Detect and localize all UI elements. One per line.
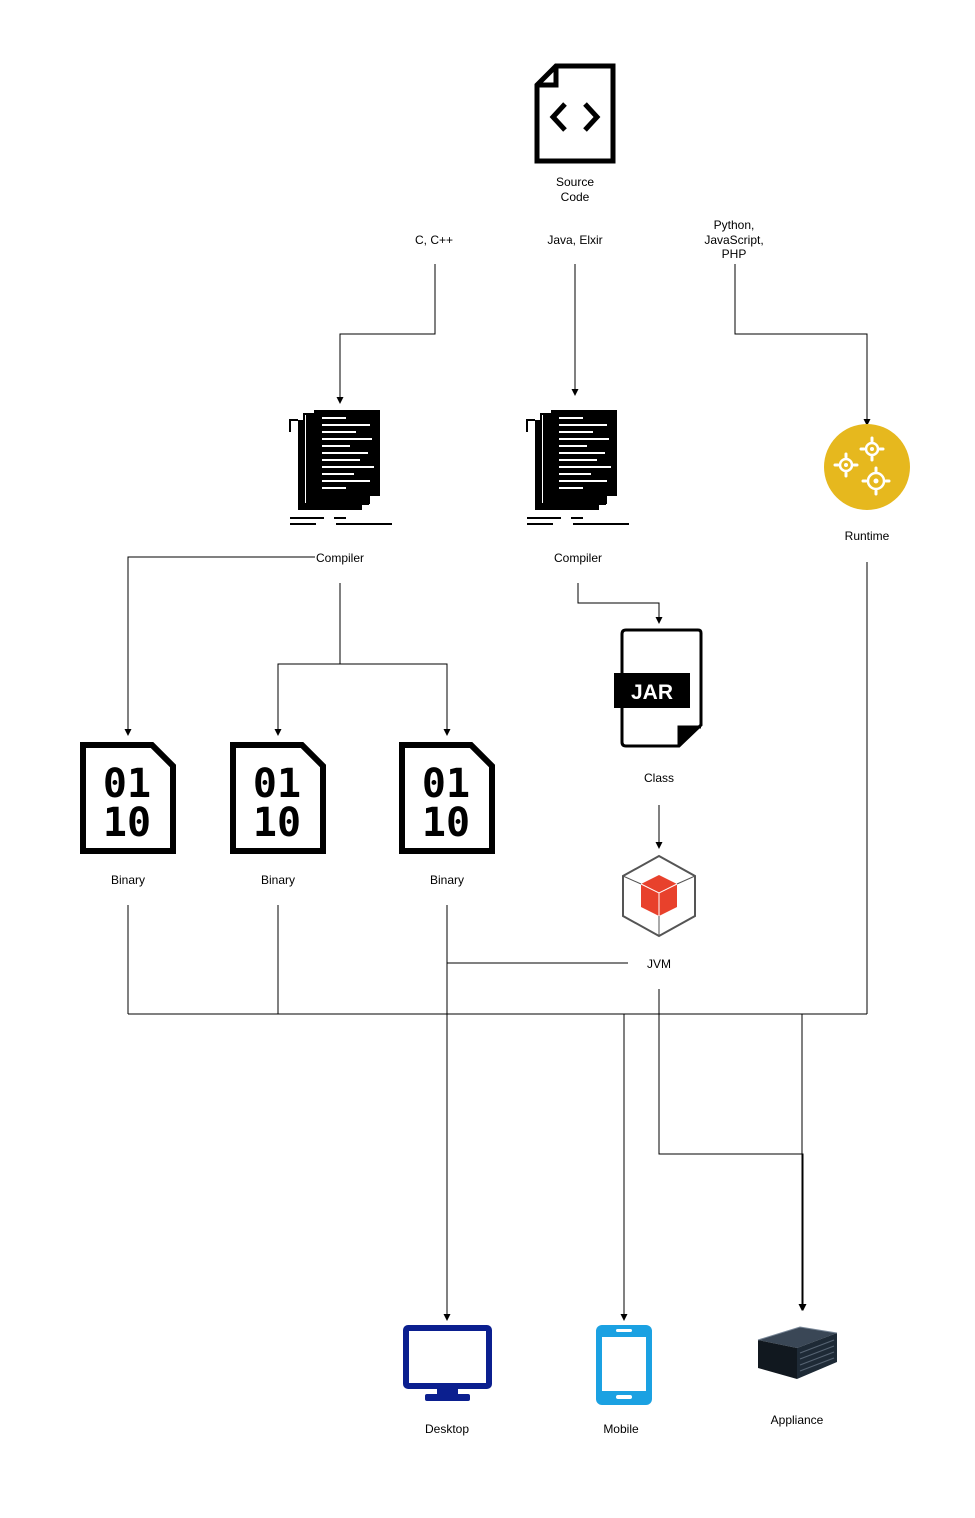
binary-file-icon: 01 10 [399, 742, 495, 854]
source-code-label-line1: Source [556, 175, 594, 189]
jar-badge-text: JAR [631, 681, 673, 704]
mobile-label: Mobile [603, 1422, 639, 1436]
edge-c-to-compiler [336, 264, 436, 404]
source-code-label-line2: Code [561, 190, 590, 204]
binary-file-icon: 01 10 [80, 742, 176, 854]
node-binary-2[interactable]: 01 10 Binary [230, 742, 326, 887]
appliance-label: Appliance [771, 1413, 824, 1427]
binary-digits-top: 01 [253, 761, 301, 807]
node-source-code[interactable]: Source Code [534, 63, 616, 204]
binary-digits-bottom: 10 [253, 800, 301, 846]
lang-scripting-line3: PHP [722, 247, 747, 261]
edge-compiler-to-class [577, 583, 663, 624]
edge-compiler-to-binary-1 [124, 556, 315, 736]
node-mobile[interactable]: Mobile [596, 1325, 652, 1436]
binary-2-label: Binary [261, 873, 295, 887]
desktop-label: Desktop [425, 1422, 469, 1436]
lang-java-label: Java, Elxir [547, 233, 602, 247]
class-label: Class [644, 771, 674, 785]
edge-scripting-to-runtime [734, 264, 871, 426]
edge-jvm-to-appliance [658, 989, 807, 1311]
node-compiler-java[interactable]: Compiler [526, 410, 629, 565]
binary-digits-top: 01 [103, 761, 151, 807]
jvm-label: JVM [647, 957, 671, 971]
lang-scripting-label: Python, JavaScript, PHP [704, 218, 763, 261]
jvm-cube-icon [622, 854, 696, 938]
document-stack-icon [289, 410, 392, 525]
jar-file-icon: JAR [614, 628, 703, 748]
binary-digits-bottom: 10 [422, 800, 470, 846]
server-appliance-icon [757, 1326, 838, 1379]
compiler-java-label: Compiler [554, 551, 602, 565]
binary-digits-top: 01 [422, 761, 470, 807]
node-binary-3[interactable]: 01 10 Binary [399, 742, 495, 887]
document-stack-icon [526, 410, 629, 525]
node-desktop[interactable]: Desktop [403, 1325, 492, 1436]
node-jvm[interactable]: JVM [622, 854, 696, 971]
runtime-label: Runtime [845, 529, 890, 543]
node-binary-1[interactable]: 01 10 Binary [80, 742, 176, 887]
node-appliance[interactable]: Appliance [757, 1326, 838, 1427]
desktop-monitor-icon [403, 1325, 492, 1401]
node-compiler-native[interactable]: Compiler [289, 410, 392, 565]
node-class[interactable]: JAR Class [614, 628, 703, 785]
compiler-native-label: Compiler [316, 551, 364, 565]
source-code-file-icon [534, 63, 616, 164]
lang-scripting-line1: Python, [714, 218, 755, 232]
edge-compiler-to-binary-3 [340, 663, 451, 736]
mobile-phone-icon [596, 1325, 652, 1405]
lang-c-label: C, C++ [415, 233, 453, 247]
edge-compiler-to-binary-2 [274, 663, 340, 736]
gears-icon [824, 424, 910, 510]
lang-scripting-line2: JavaScript, [704, 233, 763, 247]
binary-digits-bottom: 10 [103, 800, 151, 846]
binary-3-label: Binary [430, 873, 464, 887]
node-runtime[interactable]: Runtime [824, 424, 910, 543]
binary-1-label: Binary [111, 873, 145, 887]
binary-file-icon: 01 10 [230, 742, 326, 854]
edges [124, 264, 871, 1321]
